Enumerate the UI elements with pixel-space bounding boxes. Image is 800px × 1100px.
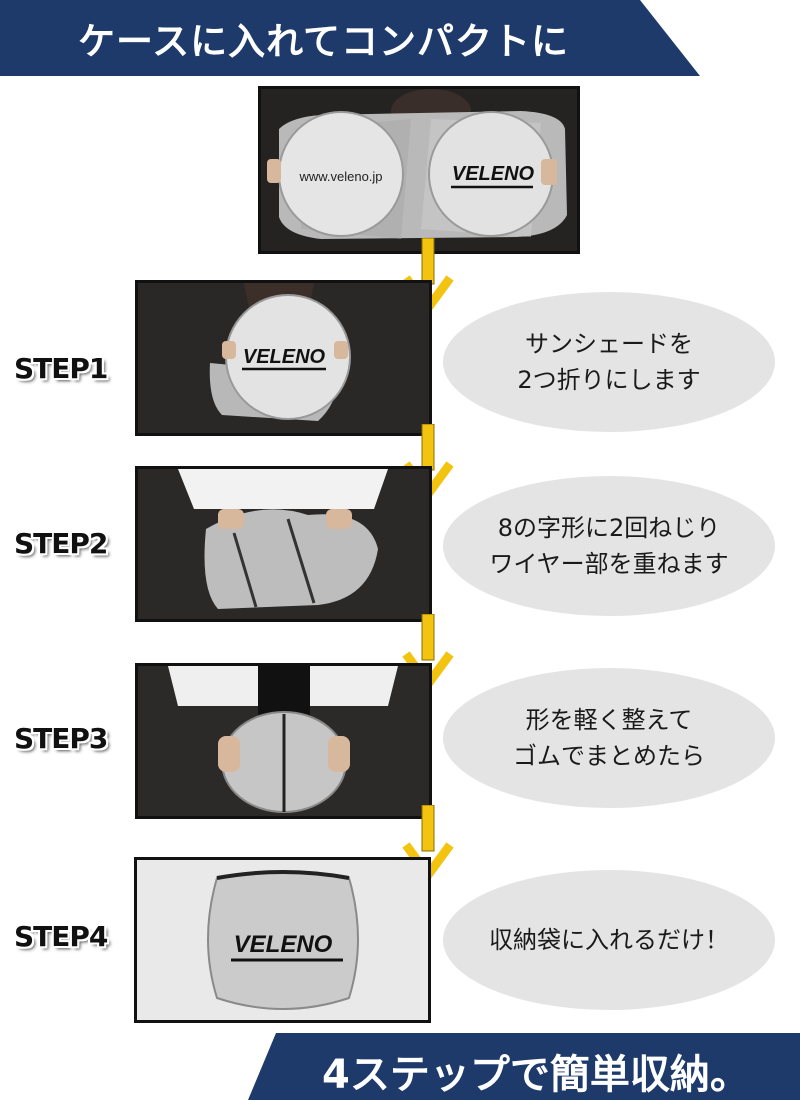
hero-url-text: www.veleno.jp bbox=[298, 169, 382, 184]
storage-bag-illustration: VELENO bbox=[137, 860, 428, 1020]
step3-line2: ゴムでまとめたら bbox=[513, 742, 705, 770]
header-title: ケースに入れてコンパクトに bbox=[78, 20, 570, 63]
step2-description-bubble: 8の字形に2回ねじり ワイヤー部を重ねます bbox=[443, 476, 775, 616]
step3-description-bubble: 形を軽く整えて ゴムでまとめたら bbox=[443, 668, 775, 808]
step1-photo: VELENO bbox=[135, 280, 432, 436]
step1-line2: 2つ折りにします bbox=[517, 366, 701, 394]
unfolded-sunshade-illustration: www.veleno.jp VELENO bbox=[261, 89, 577, 251]
step1-description-bubble: サンシェードを 2つ折りにします bbox=[443, 292, 775, 432]
step2-photo bbox=[135, 466, 432, 622]
hero-photo: www.veleno.jp VELENO bbox=[258, 86, 580, 254]
step4-line1: 収納袋に入れるだけ！ bbox=[489, 926, 729, 954]
bundled-sunshade-illustration bbox=[138, 666, 429, 816]
step4-photo: VELENO bbox=[134, 857, 431, 1023]
step1-logo-text: VELENO bbox=[243, 346, 326, 368]
step3-line1: 形を軽く整えて bbox=[525, 706, 693, 734]
folded-sunshade-illustration: VELENO bbox=[138, 283, 429, 433]
step4-label: STEP4 bbox=[14, 920, 108, 953]
header-banner bbox=[0, 0, 700, 76]
step2-line1: 8の字形に2回ねじり bbox=[497, 514, 721, 542]
step4-logo-text: VELENO bbox=[234, 931, 333, 958]
step2-label: STEP2 bbox=[14, 527, 108, 560]
step3-photo bbox=[135, 663, 432, 819]
step3-label: STEP3 bbox=[14, 722, 108, 755]
hero-logo-text: VELENO bbox=[452, 163, 535, 185]
footer-banner bbox=[248, 1033, 800, 1100]
twisting-sunshade-illustration bbox=[138, 469, 429, 619]
step1-label: STEP1 bbox=[14, 352, 108, 385]
step4-description-bubble: 収納袋に入れるだけ！ bbox=[443, 870, 775, 1010]
step2-line2: ワイヤー部を重ねます bbox=[489, 550, 729, 578]
step1-line1: サンシェードを bbox=[525, 330, 693, 358]
footer-title: 4ステップで簡単収納。 bbox=[322, 1052, 750, 1098]
